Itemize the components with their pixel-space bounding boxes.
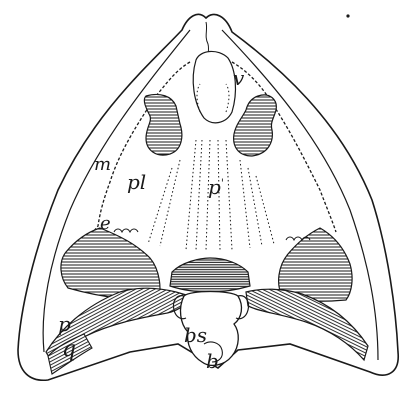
label-p-prime-mark: ' xyxy=(221,176,224,189)
label-e: e xyxy=(100,215,111,233)
label-p: p xyxy=(58,314,71,334)
label-q: q xyxy=(62,339,76,361)
label-m: m xyxy=(94,156,111,174)
label-bs: bs xyxy=(184,325,207,345)
speck-mark xyxy=(346,14,349,17)
label-v: v xyxy=(233,68,244,88)
label-p-prime-letter: p xyxy=(208,175,221,199)
label-pl: pl xyxy=(127,172,146,192)
label-p-prime: p' xyxy=(208,177,224,197)
label-b: b xyxy=(206,351,219,371)
